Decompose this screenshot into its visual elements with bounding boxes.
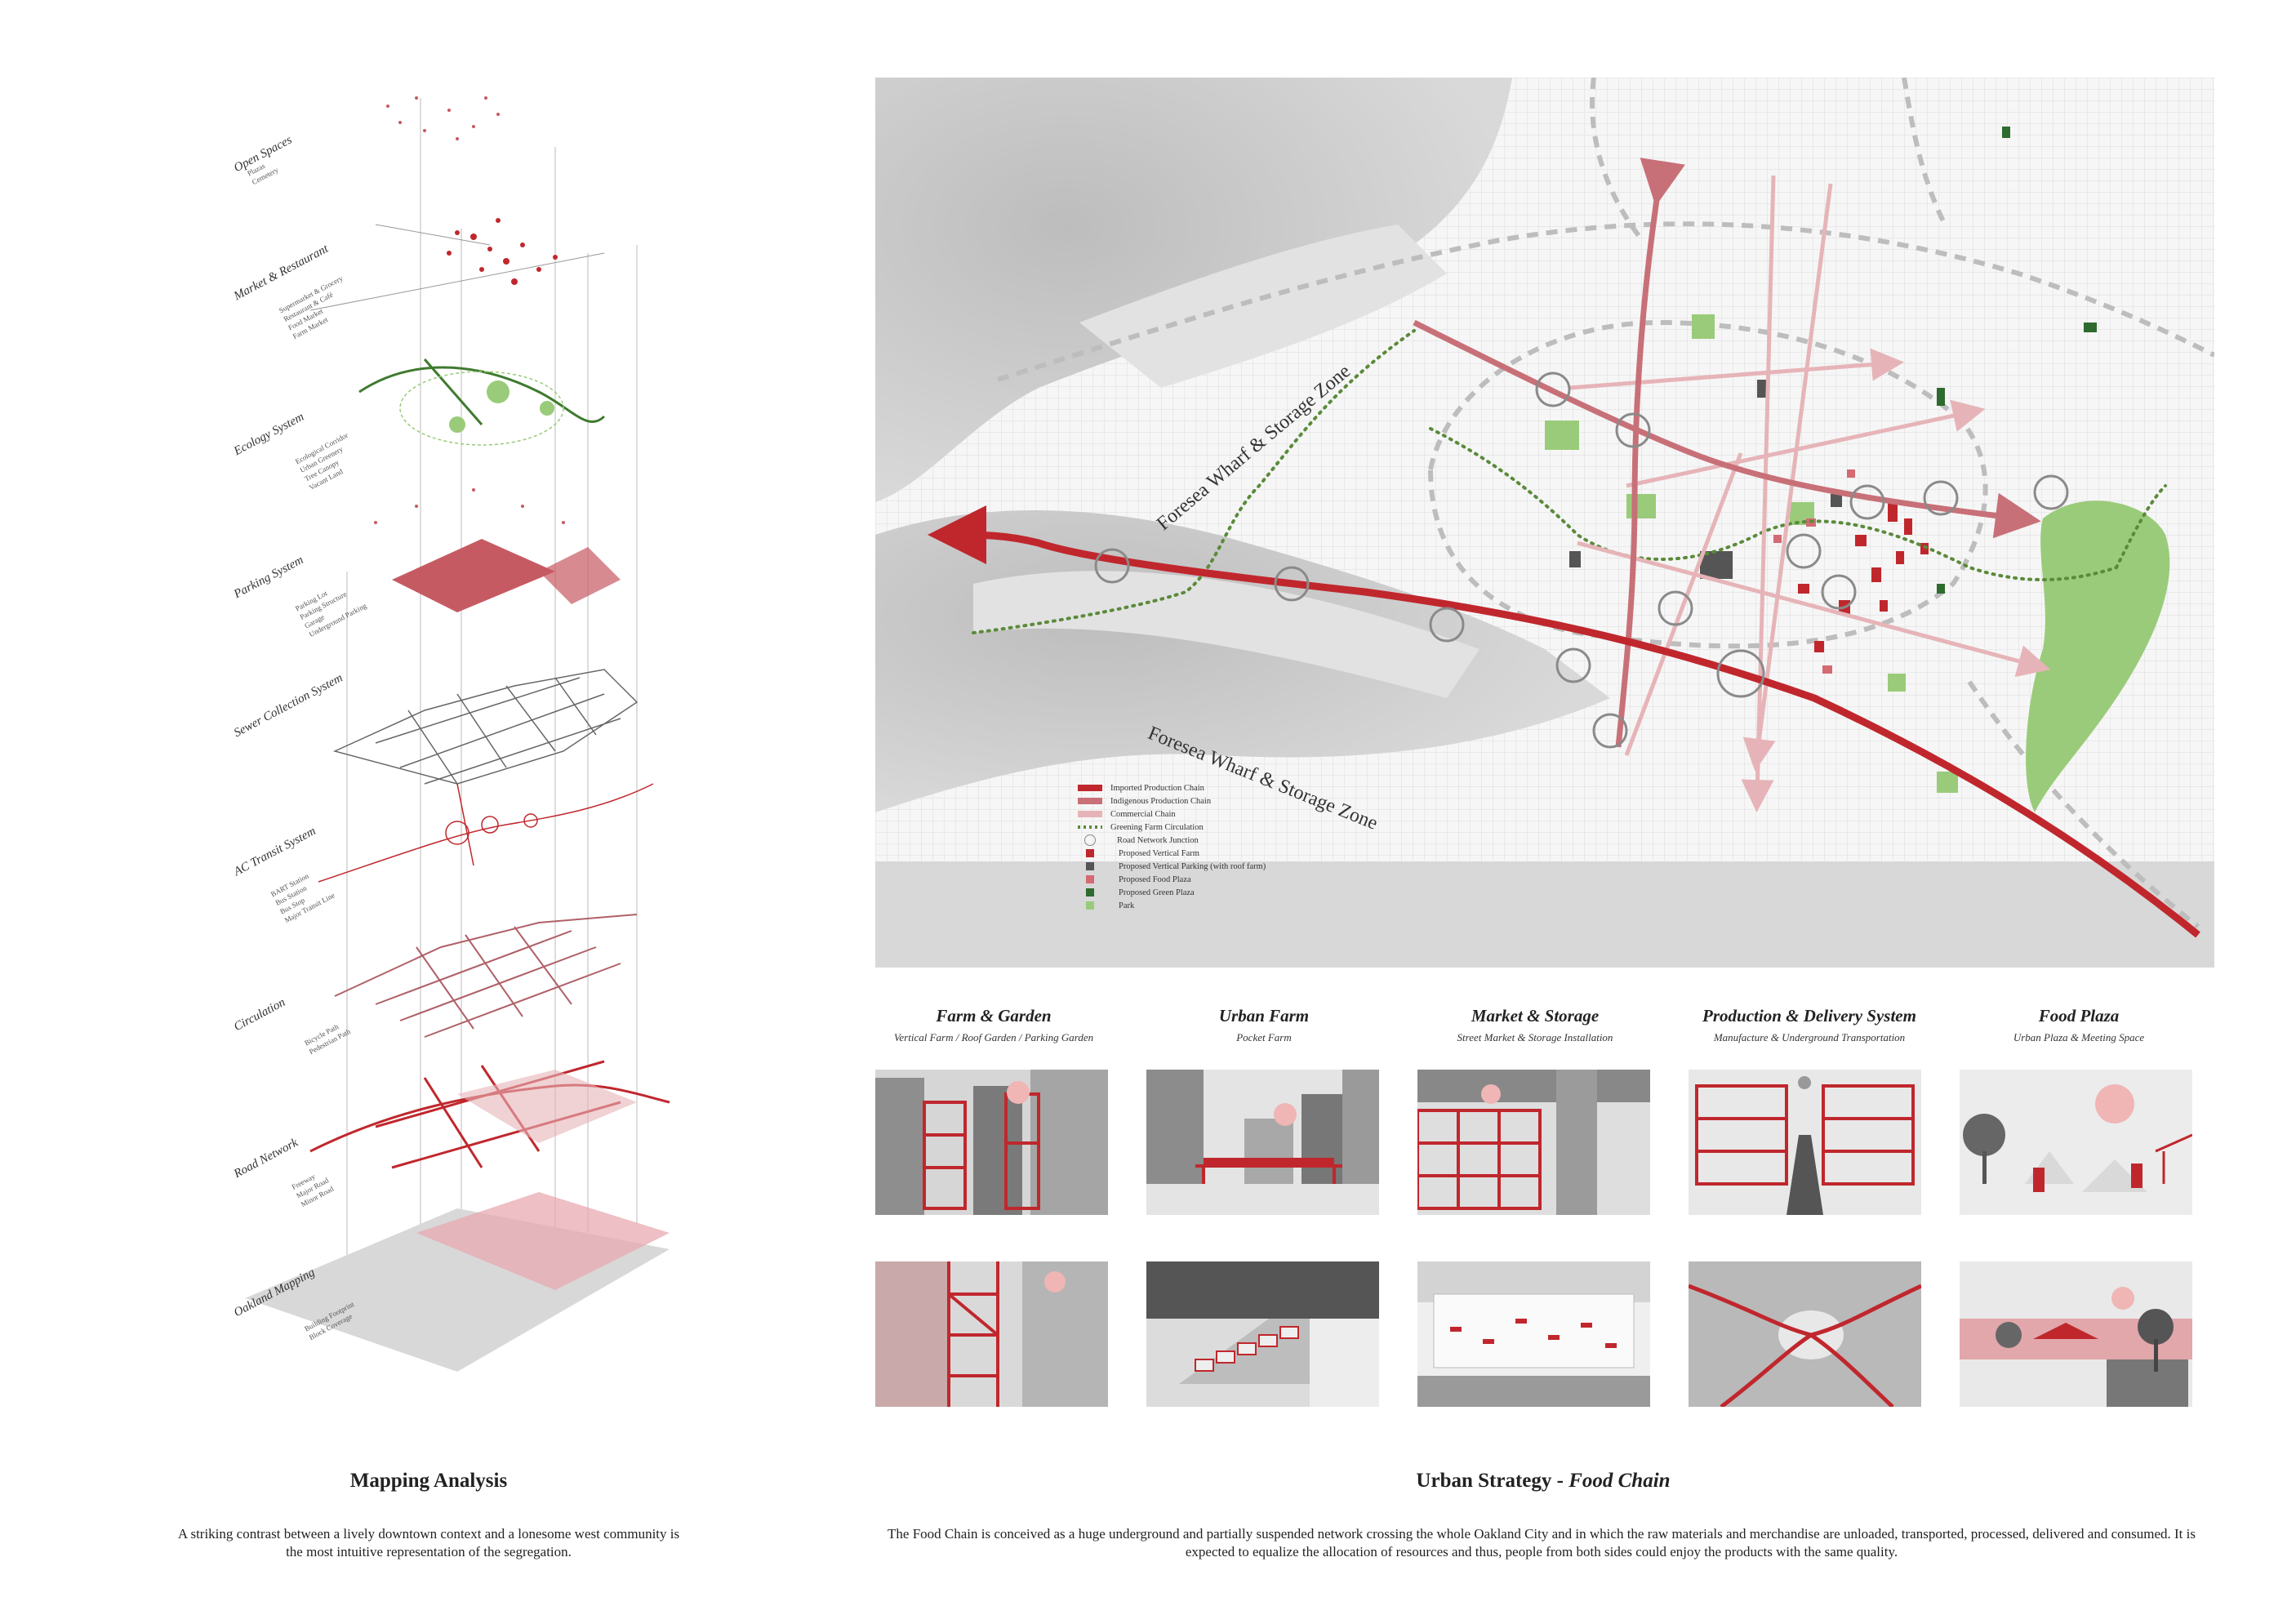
strategy-farm-garden: Farm & Garden Vertical Farm / Roof Garde…	[871, 1006, 1116, 1044]
strategy-title: Farm & Garden	[936, 1006, 1052, 1026]
render-farm-garden-1	[875, 1070, 1108, 1215]
strategy-title: Production & Delivery System	[1702, 1006, 1916, 1026]
render-production-delivery-1	[1689, 1070, 1921, 1215]
map-legend-item: Proposed Vertical Farm	[1078, 847, 1266, 860]
render-market-storage-1	[1417, 1070, 1650, 1215]
map-legend-item: Indigenous Production Chain	[1078, 794, 1266, 808]
urban-strategy-body: The Food Chain is conceived as a huge un…	[888, 1526, 2196, 1559]
urban-strategy-title-prefix: Urban Strategy -	[1416, 1470, 1569, 1492]
strategy-title: Market & Storage	[1471, 1006, 1600, 1026]
mapping-analysis-title: Mapping Analysis	[349, 1470, 508, 1492]
strategy-subtitle: Street Market & Storage Installation	[1457, 1031, 1613, 1043]
layer-oakland	[245, 1192, 670, 1372]
legend-square-swatch	[1086, 888, 1094, 897]
legend-label: Proposed Vertical Farm	[1119, 848, 1199, 858]
strategy-subtitle: Urban Plaza & Meeting Space	[2013, 1031, 2145, 1043]
strategy-food-plaza: Food Plaza Urban Plaza & Meeting Space	[1956, 1006, 2201, 1044]
urban-strategy-title-em: Food Chain	[1568, 1470, 1671, 1492]
legend-square-swatch	[1086, 875, 1094, 883]
food-chain-map: Foresea Wharf & Storage Zone Foresea Wha…	[875, 78, 2214, 968]
legend-line-swatch	[1078, 785, 1102, 791]
render-farm-garden-2	[875, 1261, 1108, 1407]
legend-label: Park	[1119, 901, 1135, 910]
render-market-storage-2	[1417, 1261, 1650, 1407]
map-legend-item: Proposed Food Plaza	[1078, 873, 1266, 886]
legend-label: Road Network Junction	[1117, 835, 1199, 845]
legend-line-swatch	[1078, 798, 1102, 804]
legend-circle-swatch	[1084, 834, 1096, 846]
map-graphic	[875, 78, 2214, 968]
strategy-urban-farm: Urban Farm Pocket Farm	[1141, 1006, 1386, 1044]
legend-label: Proposed Vertical Parking (with roof far…	[1119, 861, 1266, 871]
layer-parking	[392, 539, 621, 612]
map-legend-item: Imported Production Chain	[1078, 781, 1266, 794]
legend-square-swatch	[1086, 849, 1094, 857]
render-food-plaza-2	[1960, 1261, 2192, 1407]
map-legend-item: Commercial Chain	[1078, 808, 1266, 821]
render-urban-farm-1	[1146, 1070, 1379, 1215]
layer-market	[447, 218, 558, 285]
layer-ecology	[358, 358, 606, 446]
strategy-subtitle: Vertical Farm / Roof Garden / Parking Ga…	[893, 1031, 1094, 1043]
strategy-subtitle: Manufacture & Underground Transportation	[1713, 1031, 1906, 1043]
map-legend-item: Park	[1078, 899, 1266, 912]
legend-dotted-swatch	[1078, 825, 1102, 829]
legend-label: Indigenous Production Chain	[1110, 796, 1212, 806]
legend-line-swatch	[1078, 811, 1102, 817]
strategy-title: Food Plaza	[2038, 1006, 2120, 1026]
exploded-axonometric	[245, 96, 670, 1372]
strategy-title: Urban Farm	[1218, 1006, 1310, 1026]
map-legend-item: Road Network Junction	[1078, 834, 1266, 847]
render-production-delivery-2	[1689, 1261, 1921, 1407]
layer-transit	[318, 783, 654, 883]
map-legend-item: Proposed Vertical Parking (with roof far…	[1078, 860, 1266, 873]
render-food-plaza-1	[1960, 1070, 2192, 1215]
map-legend-item: Proposed Green Plaza	[1078, 886, 1266, 899]
strategy-market-storage: Market & Storage Street Market & Storage…	[1413, 1006, 1657, 1044]
legend-label: Proposed Food Plaza	[1119, 874, 1191, 884]
urban-strategy-title: Urban Strategy - Food Chain	[1290, 1470, 1796, 1493]
legend-label: Imported Production Chain	[1110, 783, 1204, 793]
layer-circulation	[334, 914, 638, 1038]
legend-label: Commercial Chain	[1110, 809, 1176, 819]
layer-open-spaces	[386, 96, 500, 140]
legend-square-swatch	[1086, 862, 1094, 870]
layer-sewer	[332, 669, 639, 785]
layer-road	[309, 1060, 670, 1169]
legend-label: Proposed Green Plaza	[1119, 888, 1195, 897]
strategy-production-delivery: Production & Delivery System Manufacture…	[1687, 1006, 1932, 1044]
render-urban-farm-2	[1146, 1261, 1379, 1407]
legend-square-swatch	[1086, 901, 1094, 910]
mapping-analysis-body: A striking contrast between a lively dow…	[177, 1526, 680, 1559]
map-legend-item: Greening Farm Circulation	[1078, 821, 1266, 834]
legend-label: Greening Farm Circulation	[1110, 822, 1204, 832]
strategy-subtitle: Pocket Farm	[1236, 1031, 1292, 1043]
